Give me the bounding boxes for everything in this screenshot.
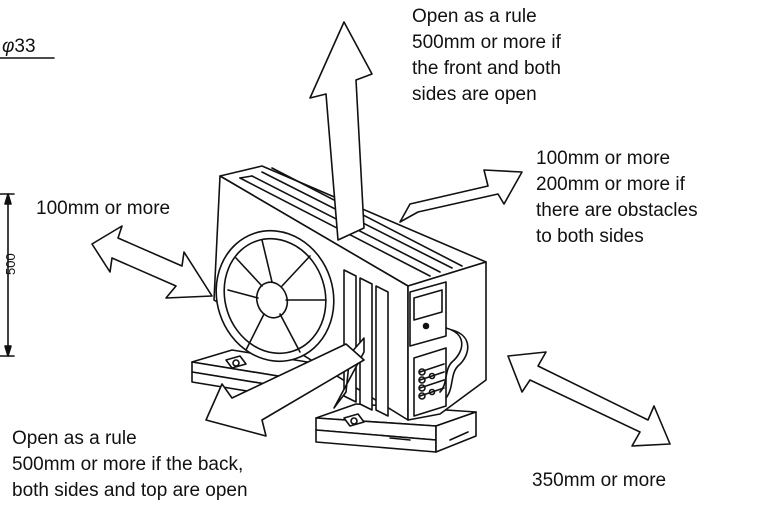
top-clearance-label: Open as a rule 500mm or more if the fron… [412, 6, 561, 105]
diameter-label: φ33 [2, 36, 36, 58]
diameter-symbol: φ [2, 36, 15, 57]
refrigerant-pipes [419, 328, 468, 399]
front-clearance-arrow-body [206, 344, 364, 436]
top-clearance-arrow-icon [310, 22, 372, 240]
side-slats [344, 270, 388, 416]
fan-grille [199, 215, 350, 376]
left-clearance-label: 100mm or more [36, 198, 171, 219]
height-dimension-line: 500 [0, 194, 18, 356]
side-clearance-double-arrow-icon [508, 352, 670, 446]
front-clearance-label: Open as a rule 500mm or more if the back… [12, 428, 248, 501]
height-dim-label: 500 [3, 253, 18, 275]
right-clearance-arrow-icon [400, 170, 522, 222]
right-clearance-label: 100mm or more 200mm or more if there are… [536, 148, 698, 247]
left-clearance-double-arrow-icon [92, 226, 212, 298]
diameter-value: 33 [14, 36, 36, 57]
side-clearance-label: 350mm or more [532, 470, 667, 491]
